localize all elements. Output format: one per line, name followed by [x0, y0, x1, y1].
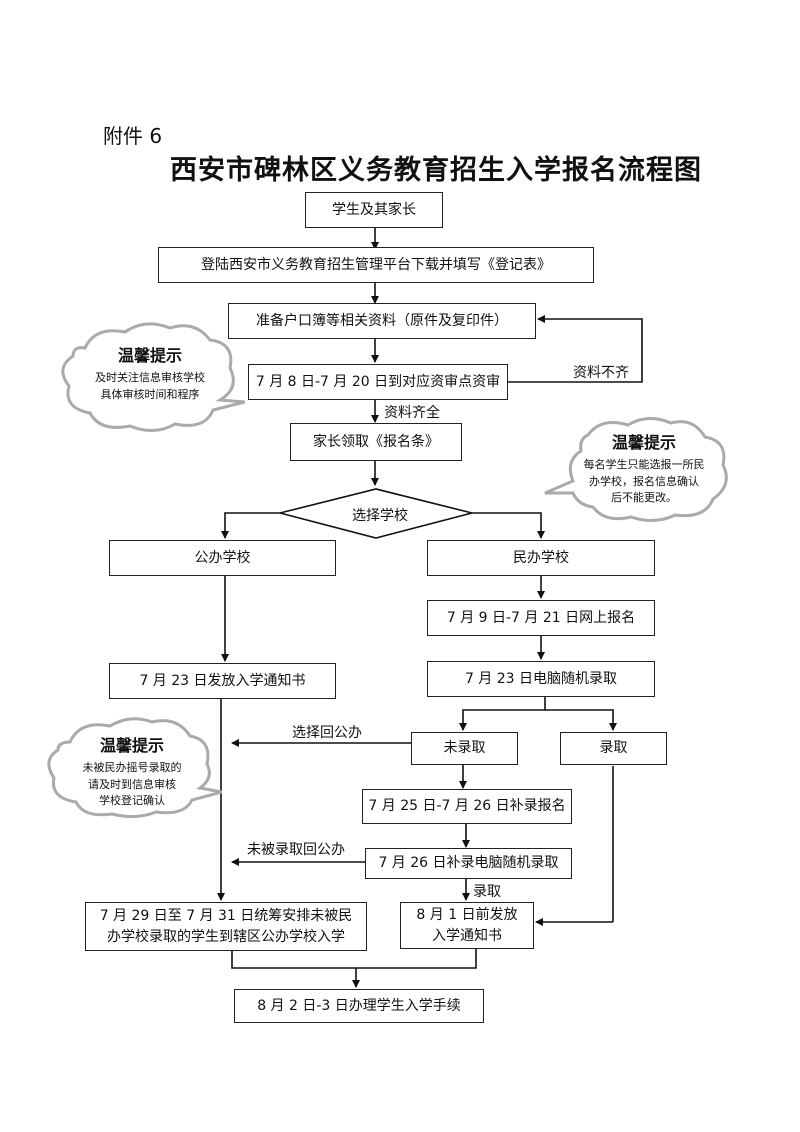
tip-cloud-1: 温馨提示 及时关注信息审核学校 具体审核时间和程序	[55, 318, 245, 436]
label-incomplete: 资料不齐	[573, 365, 629, 381]
line-merge	[231, 948, 477, 969]
node-coordinate-public: 7 月 29 日至 7 月 31 日统筹安排未被民办学校录取的学生到辖区公办学校…	[85, 902, 367, 951]
tip-2-line-3: 后不能更改。	[611, 491, 677, 504]
tip-2-line-1: 每名学生只能选报一所民	[583, 458, 705, 471]
node-public-notice: 7 月 23 日发放入学通知书	[109, 663, 336, 699]
label-back-public: 选择回公办	[292, 725, 362, 741]
tip-cloud-2: 温馨提示 每名学生只能选报一所民 办学校，报名信息确认 后不能更改。	[543, 413, 733, 525]
node-lottery: 7 月 23 日电脑随机录取	[427, 661, 655, 697]
label-complete: 资料齐全	[384, 405, 440, 421]
node-private-notice: 8 月 1 日前发放入学通知书	[400, 902, 534, 949]
tip-3-line-3: 学校登记确认	[99, 794, 165, 807]
arrow-lottery-admitted	[545, 709, 617, 731]
tip-2-line-2: 办学校，报名信息确认	[589, 474, 699, 488]
label-not-admitted-back: 未被录取回公办	[247, 842, 345, 858]
cloud-shape-icon	[47, 717, 222, 819]
arrow-incomplete-loop	[508, 315, 643, 383]
arrow-choose-public	[221, 512, 280, 539]
tip-cloud-3: 温馨提示 未被民办摇号录取的 请及时到信息审核 学校登记确认	[42, 714, 222, 820]
cloud-shape-icon	[544, 417, 728, 522]
node-admitted: 录取	[560, 732, 667, 765]
tip-3-line-2: 请及时到信息审核	[88, 777, 176, 791]
arrow-choose-private	[472, 512, 545, 539]
tip-1-heading: 温馨提示	[117, 346, 182, 365]
node-start: 学生及其家长	[305, 192, 443, 228]
node-document-review: 7 月 8 日-7 月 20 日到对应资审点资审	[248, 364, 508, 400]
node-choose-school: 选择学校	[352, 508, 408, 524]
tip-1-line-2: 具体审核时间和程序	[100, 387, 200, 401]
node-download-form: 登陆西安市义务教育招生管理平台下载并填写《登记表》	[158, 247, 594, 283]
label-admitted: 录取	[473, 884, 501, 900]
tip-2-heading: 温馨提示	[611, 433, 676, 452]
node-supplementary-lottery: 7 月 26 日补录电脑随机录取	[365, 848, 572, 879]
cloud-shape-icon	[61, 322, 245, 432]
node-final-procedures: 8 月 2 日-3 日办理学生入学手续	[234, 989, 484, 1023]
node-private-school: 民办学校	[427, 540, 655, 576]
node-public-school: 公办学校	[109, 540, 336, 576]
attachment-label: 附件 6	[103, 124, 163, 148]
page-title: 西安市碑林区义务教育招生入学报名流程图	[170, 155, 702, 186]
choose-school-diamond	[279, 488, 473, 539]
node-receive-slip: 家长领取《报名条》	[290, 423, 462, 461]
node-supplementary-register: 7 月 25 日-7 月 26 日补录报名	[362, 789, 572, 824]
tip-3-heading: 温馨提示	[99, 736, 164, 755]
arrow-lottery-notadmitted	[459, 697, 546, 731]
tip-3-line-1: 未被民办摇号录取的	[82, 761, 182, 774]
node-online-register: 7 月 9 日-7 月 21 日网上报名	[427, 600, 655, 636]
node-prepare-documents: 准备户口簿等相关资料（原件及复印件）	[228, 303, 536, 339]
tip-1-line-1: 及时关注信息审核学校	[95, 371, 205, 384]
node-not-admitted: 未录取	[411, 732, 518, 765]
